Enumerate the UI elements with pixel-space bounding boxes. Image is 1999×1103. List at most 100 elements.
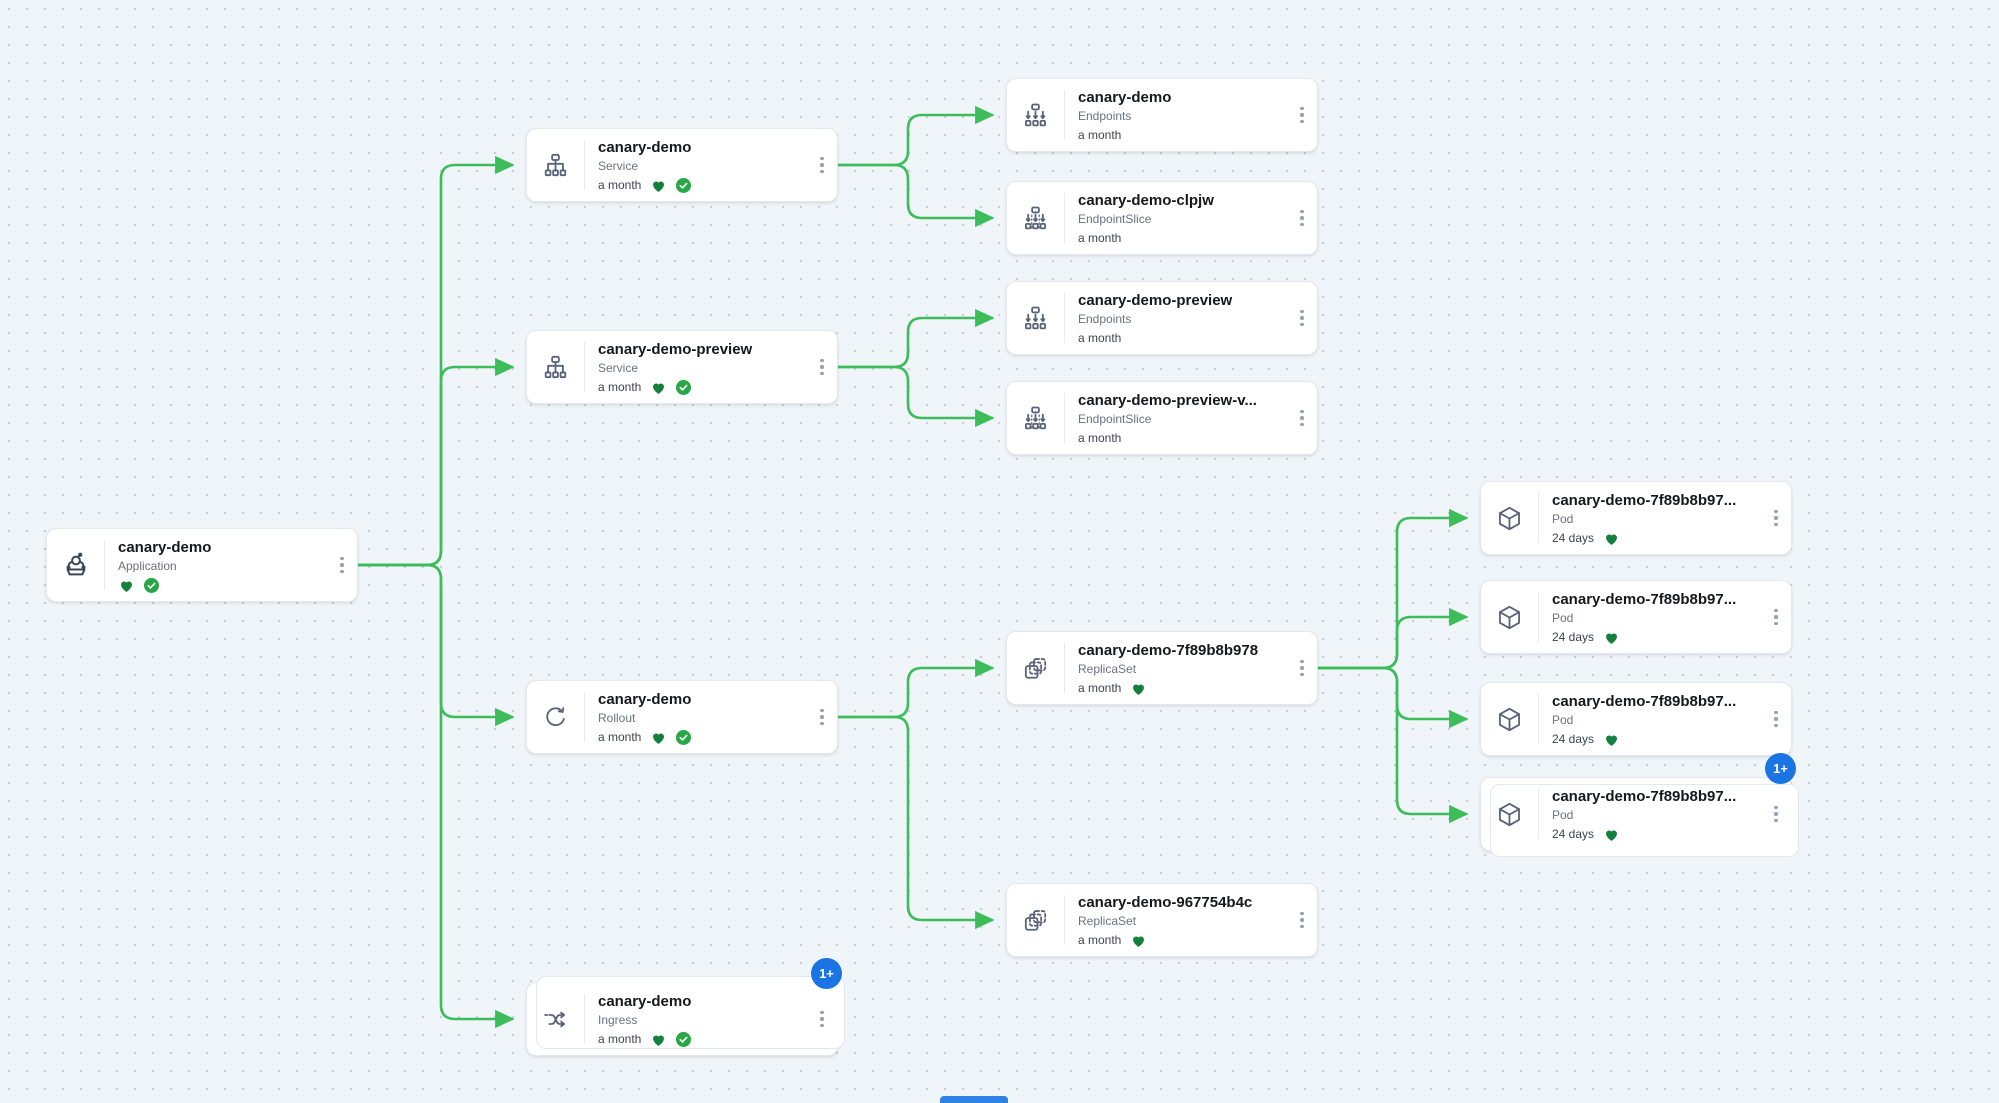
resource-card-pod-3[interactable]: canary-demo-7f89b8b97... Pod 24 days (1480, 682, 1792, 756)
resource-card-rollout[interactable]: canary-demo Rollout a month (526, 680, 838, 754)
card-divider (1538, 789, 1539, 839)
collapsed-count-badge[interactable]: 1+ (1765, 753, 1796, 784)
kebab-menu-icon[interactable] (327, 529, 357, 601)
pod-icon (1481, 581, 1538, 653)
resource-kind: ReplicaSet (1078, 914, 1137, 929)
horizontal-scrollbar-thumb[interactable] (940, 1096, 1008, 1103)
kebab-menu-icon[interactable] (807, 129, 837, 201)
kebab-menu-icon[interactable] (1287, 282, 1317, 354)
resource-name: canary-demo-7f89b8b97... (1552, 591, 1737, 609)
edge-service1-endpointslice1 (836, 163, 995, 228)
resource-name: canary-demo (1078, 89, 1172, 107)
kebab-menu-icon[interactable] (1287, 382, 1317, 454)
resource-card-endpoints-canary-demo[interactable]: canary-demo Endpoints a month (1006, 78, 1318, 152)
health-heart-icon (650, 730, 667, 746)
kebab-menu-icon[interactable] (1761, 581, 1791, 653)
health-heart-icon (1130, 681, 1147, 697)
resource-kind: Ingress (598, 1013, 638, 1028)
resource-age: 24 days (1552, 827, 1595, 842)
resource-kind: Endpoints (1078, 312, 1132, 327)
edge-app-rollout (356, 563, 515, 727)
resource-name: canary-demo (118, 539, 212, 557)
health-heart-icon (118, 578, 135, 594)
collapsed-count-badge[interactable]: 1+ (811, 958, 842, 989)
resource-card-pod-4[interactable]: 1+ canary-demo-7f89b8b97... Pod 24 days (1480, 753, 1799, 857)
resource-age: a month (1078, 128, 1122, 143)
card-divider (1064, 895, 1065, 945)
card-divider (1538, 493, 1539, 543)
resource-card-replicaset-967754b4c[interactable]: canary-demo-967754b4c ReplicaSet a month (1006, 883, 1318, 957)
resource-kind: Pod (1552, 512, 1574, 527)
sync-ok-icon (676, 730, 692, 746)
resource-kind: Pod (1552, 611, 1574, 626)
pod-icon (1481, 683, 1538, 755)
kebab-menu-icon[interactable] (1287, 182, 1317, 254)
edge-app-service1 (356, 155, 515, 567)
edge-app-service2 (356, 357, 515, 567)
resource-age: a month (598, 730, 642, 745)
edge-replicaset1-pod1 (1316, 508, 1469, 670)
resource-card-application[interactable]: canary-demo Application (46, 528, 358, 602)
kebab-menu-icon[interactable] (1761, 482, 1791, 554)
service-icon (527, 129, 584, 201)
resource-name: canary-demo (598, 691, 692, 709)
resource-name: canary-demo-7f89b8b97... (1552, 492, 1737, 510)
resource-age: a month (598, 1032, 642, 1047)
resource-kind: EndpointSlice (1078, 212, 1152, 227)
sync-ok-icon (144, 578, 159, 594)
card-divider (1064, 90, 1065, 140)
kebab-menu-icon[interactable] (1287, 884, 1317, 956)
health-heart-icon (650, 380, 667, 396)
resource-card-ingress[interactable]: 1+ canary-demo Ingress a month (526, 958, 845, 1056)
resource-card-service-canary-demo[interactable]: canary-demo Service a month (526, 128, 838, 202)
resource-card-endpoints-canary-demo-preview[interactable]: canary-demo-preview Endpoints a month (1006, 281, 1318, 355)
resource-kind: Service (598, 159, 639, 174)
endpoints-icon (1007, 282, 1064, 354)
resource-name: canary-demo-7f89b8b97... (1552, 693, 1737, 711)
resource-card-service-canary-demo-preview[interactable]: canary-demo-preview Service a month (526, 330, 838, 404)
resource-kind: Endpoints (1078, 109, 1132, 124)
resource-age: a month (598, 178, 642, 193)
resource-card-pod-1[interactable]: canary-demo-7f89b8b97... Pod 24 days (1480, 481, 1792, 555)
card-divider (1064, 293, 1065, 343)
kebab-menu-icon[interactable] (1761, 778, 1791, 850)
resource-name: canary-demo-preview (1078, 292, 1233, 310)
edge-service1-endpoints1 (836, 105, 995, 167)
kebab-menu-icon[interactable] (807, 681, 837, 753)
health-heart-icon (650, 178, 667, 194)
resource-name: canary-demo-preview (598, 341, 753, 359)
resource-age: 24 days (1552, 732, 1595, 747)
health-heart-icon (1130, 933, 1147, 949)
resource-card-endpointslice-preview[interactable]: canary-demo-preview-v... EndpointSlice a… (1006, 381, 1318, 455)
card-divider (584, 140, 585, 190)
resource-card-pod-2[interactable]: canary-demo-7f89b8b97... Pod 24 days (1480, 580, 1792, 654)
card-divider (1538, 694, 1539, 744)
resource-age: a month (598, 380, 642, 395)
health-heart-icon (1603, 827, 1620, 843)
card-divider (1064, 193, 1065, 243)
resource-kind: Service (598, 361, 639, 376)
endpoints-icon (1007, 79, 1064, 151)
kebab-menu-icon[interactable] (1761, 683, 1791, 755)
replicaset-icon (1007, 884, 1064, 956)
resource-name: canary-demo-7f89b8b978 (1078, 642, 1259, 660)
resource-kind: Application (118, 559, 177, 574)
health-heart-icon (1603, 531, 1620, 547)
edge-rollout-replicaset1 (836, 658, 995, 719)
kebab-menu-icon[interactable] (1287, 632, 1317, 704)
card-divider (1064, 393, 1065, 443)
kebab-menu-icon[interactable] (807, 983, 837, 1055)
kebab-menu-icon[interactable] (1287, 79, 1317, 151)
card-divider (1064, 643, 1065, 693)
resource-card-endpointslice-clpjw[interactable]: canary-demo-clpjw EndpointSlice a month (1006, 181, 1318, 255)
resource-card-replicaset-7f89b8b978[interactable]: canary-demo-7f89b8b978 ReplicaSet a mont… (1006, 631, 1318, 705)
resource-name: canary-demo (598, 993, 692, 1011)
resource-kind: Pod (1552, 808, 1574, 823)
resource-age: a month (1078, 933, 1122, 948)
kebab-menu-icon[interactable] (807, 331, 837, 403)
edge-replicaset1-pod3 (1316, 666, 1469, 729)
edge-replicaset1-pod4 (1316, 666, 1469, 824)
sync-ok-icon (676, 380, 692, 396)
